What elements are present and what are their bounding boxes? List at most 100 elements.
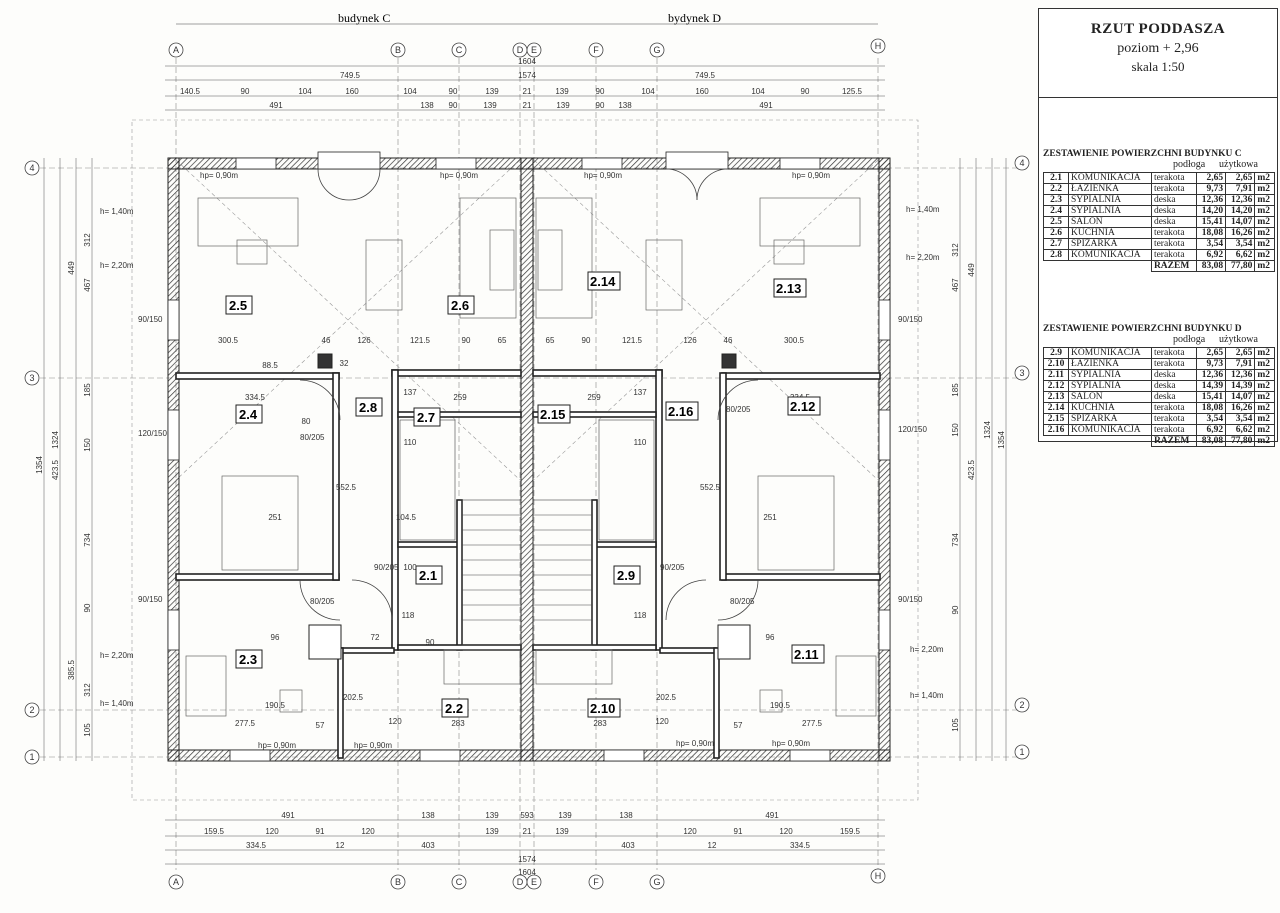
dimension-label: 121.5 (622, 336, 643, 345)
height-label: hp= 0,90m (676, 739, 714, 748)
area-table-header: podłoga użytkowa (1043, 334, 1275, 347)
axis-label-left: 2 (29, 705, 34, 715)
dimension-label: 96 (271, 633, 280, 642)
dimension-label: 334.5 (790, 841, 811, 850)
room-label: 2.4 (239, 407, 258, 422)
dimension-label: 593 (520, 811, 534, 820)
dimension-label: 1604 (518, 868, 536, 877)
dimension-label: 21 (523, 827, 532, 836)
axis-label-top: A (173, 45, 179, 55)
room-number: 2.13 (1043, 391, 1069, 403)
room-area: 15,41 (1195, 216, 1227, 228)
dimension-label: 104 (298, 87, 312, 96)
room-name: SPIŻARKA (1068, 413, 1152, 425)
height-label: hp= 0,90m (258, 741, 296, 750)
room-name: SPIŻARKA (1068, 238, 1152, 250)
room-finish: deska (1150, 369, 1197, 381)
dimension-label: 202.5 (656, 693, 677, 702)
dimension-label: 137 (403, 388, 417, 397)
room-usable-area: 6,62 (1225, 424, 1256, 436)
axis-label-right: 3 (1019, 368, 1024, 378)
door-label: 80/205 (300, 433, 325, 442)
dimension-label: 139 (483, 101, 497, 110)
room-number: 2.12 (1043, 380, 1069, 392)
room-name: ŁAZIENKA (1068, 183, 1152, 195)
room-area: 2,65 (1195, 347, 1227, 359)
area-unit: m2 (1254, 391, 1275, 403)
dimension-label: 126 (683, 336, 697, 345)
room-finish: terakota (1150, 227, 1197, 239)
room-label: 2.16 (668, 404, 693, 419)
dimension-label: 259 (453, 393, 467, 402)
height-label: h= 1,40m (910, 691, 944, 700)
area-unit: m2 (1254, 227, 1275, 239)
room-label: 2.5 (229, 298, 247, 313)
dimension-label: 734 (83, 533, 92, 547)
height-label: h= 2,20m (100, 261, 134, 270)
dimension-label: 65 (498, 336, 507, 345)
dimension-label: 91 (734, 827, 743, 836)
dimension-label: 300.5 (218, 336, 239, 345)
dimension-label: 139 (556, 101, 570, 110)
room-name: SALON (1068, 391, 1152, 403)
door-label: 80/205 (726, 405, 751, 414)
room-usable-area: 14,39 (1225, 380, 1256, 392)
axis-label-bottom: B (395, 877, 401, 887)
room-area: 9,73 (1195, 183, 1227, 195)
room-label: 2.6 (451, 298, 469, 313)
dimension-label: 160 (695, 87, 709, 96)
dimension-label: 277.5 (235, 719, 256, 728)
dimension-label: 104 (751, 87, 765, 96)
dimension-label: 57 (316, 721, 325, 730)
dimension-label: 96 (766, 633, 775, 642)
dimension-label: 138 (420, 101, 434, 110)
area-unit: m2 (1254, 347, 1275, 359)
dimension-label: 120 (779, 827, 793, 836)
axis-label-top: H (875, 41, 882, 51)
dimension-label: 467 (83, 278, 92, 292)
dimension-label: 139 (485, 87, 499, 96)
room-number: 2.11 (1043, 369, 1069, 381)
room-number: 2.6 (1043, 227, 1069, 239)
room-number: 2.5 (1043, 216, 1069, 228)
room-finish: terakota (1150, 249, 1197, 261)
area-unit: m2 (1254, 183, 1275, 195)
height-label: hp= 0,90m (354, 741, 392, 750)
dimension-label: 185 (83, 383, 92, 397)
door-label: 80/205 (730, 597, 755, 606)
dimension-label: 160 (345, 87, 359, 96)
room-number: 2.8 (1043, 249, 1069, 261)
room-finish: terakota (1150, 424, 1197, 436)
blank-cell (1069, 436, 1152, 447)
window-label: 90/150 (138, 315, 163, 324)
dimension-label: 118 (634, 611, 647, 620)
dimension-label: 88.5 (262, 361, 278, 370)
dimension-label: 190.5 (265, 701, 286, 710)
room-usable-area: 3,54 (1225, 413, 1256, 425)
room-name: KUCHNIA (1068, 402, 1152, 414)
room-usable-area: 2,65 (1225, 347, 1256, 359)
area-unit: m2 (1254, 358, 1275, 370)
dimension-label: 121.5 (410, 336, 431, 345)
dimension-label: 1324 (983, 421, 992, 439)
dimension-label: 1354 (35, 456, 44, 474)
axis-label-bottom: D (517, 877, 524, 887)
dimension-label: 80 (302, 417, 311, 426)
dimension-label: 120 (655, 717, 669, 726)
dimension-label: 125.5 (842, 87, 863, 96)
room-area: 6,92 (1195, 249, 1227, 261)
room-finish: deska (1150, 216, 1197, 228)
dimension-label: 139 (558, 811, 572, 820)
room-number: 2.7 (1043, 238, 1069, 250)
room-finish: terakota (1150, 358, 1197, 370)
dimension-label: 491 (269, 101, 283, 110)
room-labels: 2.5 2.6 2.7 2.8 2.4 2.1 2.3 2.2 2.14 2.1… (225, 271, 825, 718)
dimension-label: 91 (316, 827, 325, 836)
